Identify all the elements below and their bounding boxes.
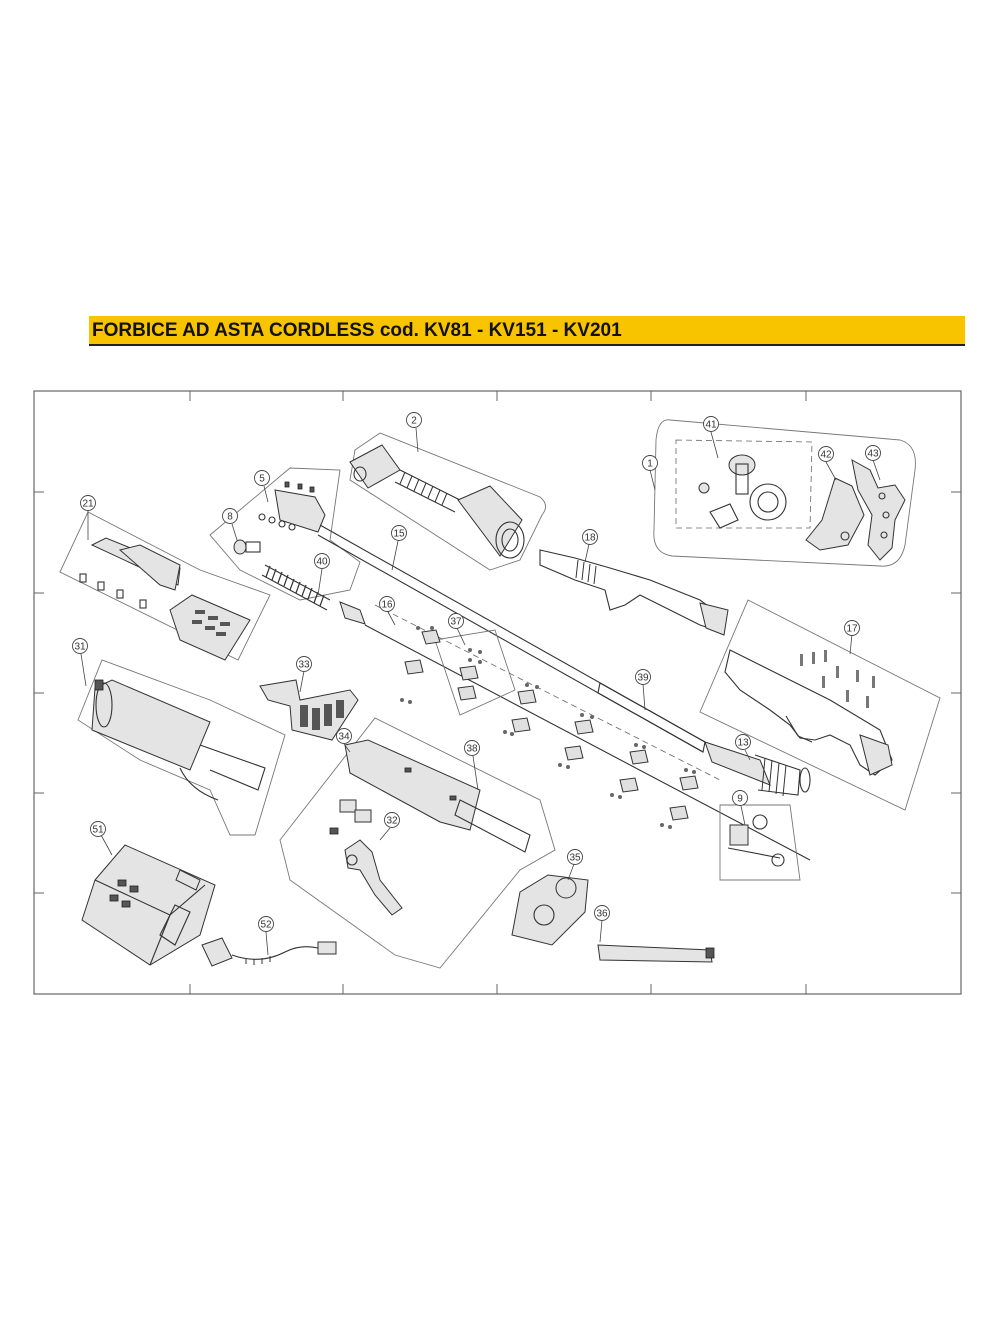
- part-16-rod: [364, 624, 811, 861]
- part-34-bar: [344, 739, 531, 853]
- callout-9: [732, 790, 748, 806]
- callout-label-36: 36: [596, 909, 608, 920]
- callout-33: [296, 656, 312, 672]
- callout-label-43: 43: [867, 449, 879, 460]
- title-bar: FORBICE AD ASTA CORDLESS cod. KV81 - KV1…: [89, 316, 965, 346]
- callout-36: [594, 905, 610, 921]
- part-33-holder: [259, 679, 359, 741]
- callout-43: [865, 445, 881, 461]
- callout-label-13: 13: [737, 738, 749, 749]
- part-18-handle: [539, 549, 729, 636]
- part-40-spring: [261, 564, 366, 625]
- callout-1: [642, 455, 658, 471]
- part-13-tube: [704, 741, 811, 797]
- callout-label-32: 32: [386, 816, 398, 827]
- callout-5: [254, 470, 270, 486]
- callout-label-18: 18: [584, 533, 596, 544]
- callout-label-2: 2: [411, 416, 417, 427]
- callout-label-39: 39: [637, 673, 649, 684]
- part-51-battery: [81, 844, 216, 966]
- part-36-strap: [597, 944, 715, 963]
- panel-1: [653, 419, 916, 567]
- callout-40: [314, 553, 330, 569]
- callout-bubbles: [72, 412, 881, 932]
- callout-31: [72, 638, 88, 654]
- part-9-bracket: [727, 814, 785, 867]
- panel-37: [434, 629, 516, 716]
- callout-label-37: 37: [450, 617, 462, 628]
- callout-label-33: 33: [298, 660, 310, 671]
- callout-8: [222, 508, 238, 524]
- callout-13: [735, 734, 751, 750]
- screw-parts: [400, 626, 696, 829]
- callout-17: [844, 620, 860, 636]
- panel-17: [699, 599, 941, 811]
- part-32-lever: [329, 799, 403, 916]
- part-31-battery-pack: [91, 679, 266, 801]
- callout-41: [703, 416, 719, 432]
- callout-label-42: 42: [820, 450, 832, 461]
- part-35-plate: [511, 874, 589, 946]
- callout-label-1: 1: [647, 459, 653, 470]
- callout-52: [258, 916, 274, 932]
- callout-label-15: 15: [393, 529, 405, 540]
- callout-51: [90, 821, 106, 837]
- callout-42: [818, 446, 834, 462]
- part-21-cover: [79, 537, 251, 661]
- part-52-charger: [201, 937, 337, 967]
- callout-35: [567, 849, 583, 865]
- callout-label-9: 9: [737, 794, 743, 805]
- callout-label-35: 35: [569, 853, 581, 864]
- callout-38: [464, 740, 480, 756]
- part-2-coupling: [349, 444, 525, 559]
- frame-ticks: [34, 391, 961, 994]
- callout-label-5: 5: [259, 474, 265, 485]
- callout-label-41: 41: [705, 420, 717, 431]
- part-15-pole: [317, 524, 706, 753]
- callout-16: [379, 596, 395, 612]
- panel-1-inner: [675, 439, 813, 529]
- callout-2: [406, 412, 422, 428]
- callout-32: [384, 812, 400, 828]
- callout-label-51: 51: [92, 825, 104, 836]
- part-42-blade: [805, 477, 865, 551]
- clip-parts: [404, 629, 699, 821]
- callout-label-8: 8: [227, 512, 233, 523]
- callout-18: [582, 529, 598, 545]
- part-8-nut: [233, 539, 261, 555]
- callout-34: [336, 728, 352, 744]
- part-5-head: [258, 481, 326, 533]
- callout-37: [448, 613, 464, 629]
- callout-39: [635, 669, 651, 685]
- callout-labels: 1 2 5 8 9 13 15 16 17 18 21 31 32 33 34 …: [74, 416, 879, 931]
- part-17-housing: [724, 649, 893, 776]
- callout-label-52: 52: [260, 920, 272, 931]
- page-title: FORBICE AD ASTA CORDLESS cod. KV81 - KV1…: [92, 320, 622, 341]
- callout-label-40: 40: [316, 557, 328, 568]
- panel-9: [719, 804, 801, 881]
- callout-21: [80, 495, 96, 511]
- panel-2: [349, 432, 546, 571]
- callout-label-17: 17: [846, 624, 858, 635]
- callout-label-31: 31: [74, 642, 86, 653]
- panel-38: [279, 717, 556, 969]
- callout-15: [391, 525, 407, 541]
- part-17-screws: [800, 650, 875, 708]
- panel-31: [77, 659, 286, 836]
- callout-label-34: 34: [338, 732, 350, 743]
- part-41-gear-assembly: [698, 454, 787, 529]
- leader-lines: [80, 427, 881, 956]
- callout-label-38: 38: [466, 744, 478, 755]
- part-43-blade: [851, 459, 906, 561]
- callout-label-16: 16: [381, 600, 393, 611]
- callout-label-21: 21: [82, 499, 94, 510]
- panel-5-40: [209, 467, 361, 601]
